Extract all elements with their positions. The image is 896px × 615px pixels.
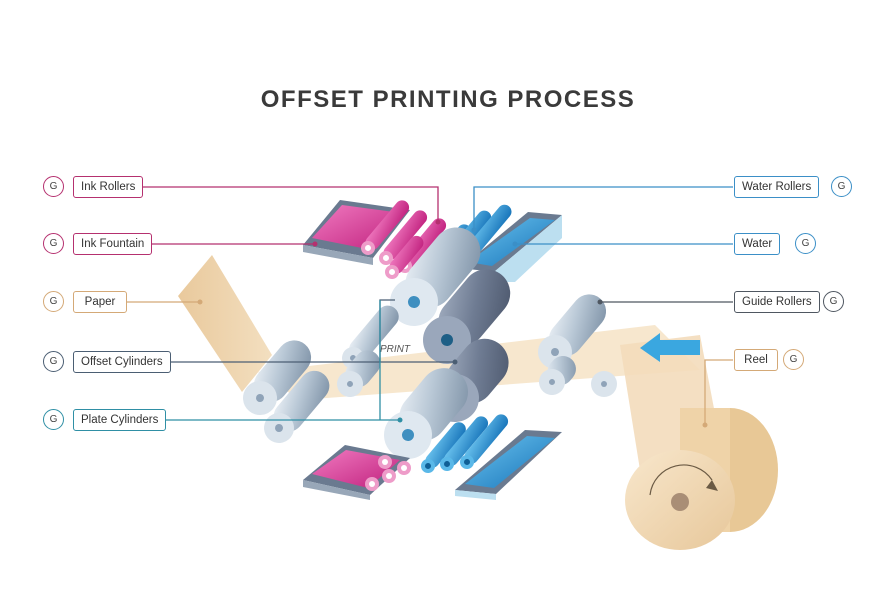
- plate-cylinders-label: Plate Cylinders: [73, 409, 167, 431]
- leader-water-rollers: [473, 186, 733, 228]
- bottom-ink-rollers: [365, 455, 411, 491]
- print-text: PRINT: [380, 344, 411, 355]
- reel-label: Reel: [734, 349, 778, 371]
- top-ink-rollers: [361, 200, 447, 279]
- water-g-badge[interactable]: G: [795, 233, 816, 254]
- offset-cylinders-label: Offset Cylinders: [73, 351, 171, 373]
- top-plate-cylinder: [390, 227, 481, 326]
- ink-fountain-g-badge[interactable]: G: [43, 233, 64, 254]
- paper-sheet: [178, 255, 272, 392]
- bottom-water-rollers: [421, 414, 509, 473]
- top-offset-cylinder: [423, 269, 511, 364]
- plate-cylinders-g-badge[interactable]: G: [43, 409, 64, 430]
- reel-drum: [625, 408, 778, 550]
- ink-fountain-label: Ink Fountain: [73, 233, 153, 255]
- guide-roller-left-large: [243, 340, 312, 415]
- bottom-plate-cylinder: [384, 368, 468, 459]
- feed-arrow: [640, 333, 700, 362]
- leader-reel: [704, 359, 733, 425]
- water-rollers-g-badge[interactable]: G: [831, 176, 852, 197]
- water-label: Water: [734, 233, 780, 255]
- guide-rollers-label: Guide Rollers: [734, 291, 820, 313]
- paper-label: Paper: [73, 291, 127, 313]
- guide-roller-right-bottom-a: [539, 355, 576, 395]
- bottom-water-fountain: [455, 430, 562, 500]
- ink-rollers-label: Ink Rollers: [73, 176, 144, 198]
- leader-ink-rollers: [131, 186, 439, 220]
- water-rollers-label: Water Rollers: [734, 176, 820, 198]
- guide-roller-mid-bottom: [337, 350, 381, 397]
- diagram-title: OFFSET PRINTING PROCESS: [260, 86, 636, 113]
- guide-roller-right-bottom-b: [591, 371, 617, 397]
- offset-cylinders-g-badge[interactable]: G: [43, 351, 64, 372]
- guide-rollers-g-badge[interactable]: G: [823, 291, 844, 312]
- reel-g-badge[interactable]: G: [783, 349, 804, 370]
- top-water-fountain: [460, 212, 562, 282]
- ink-rollers-g-badge[interactable]: G: [43, 176, 64, 197]
- paper-g-badge[interactable]: G: [43, 291, 64, 312]
